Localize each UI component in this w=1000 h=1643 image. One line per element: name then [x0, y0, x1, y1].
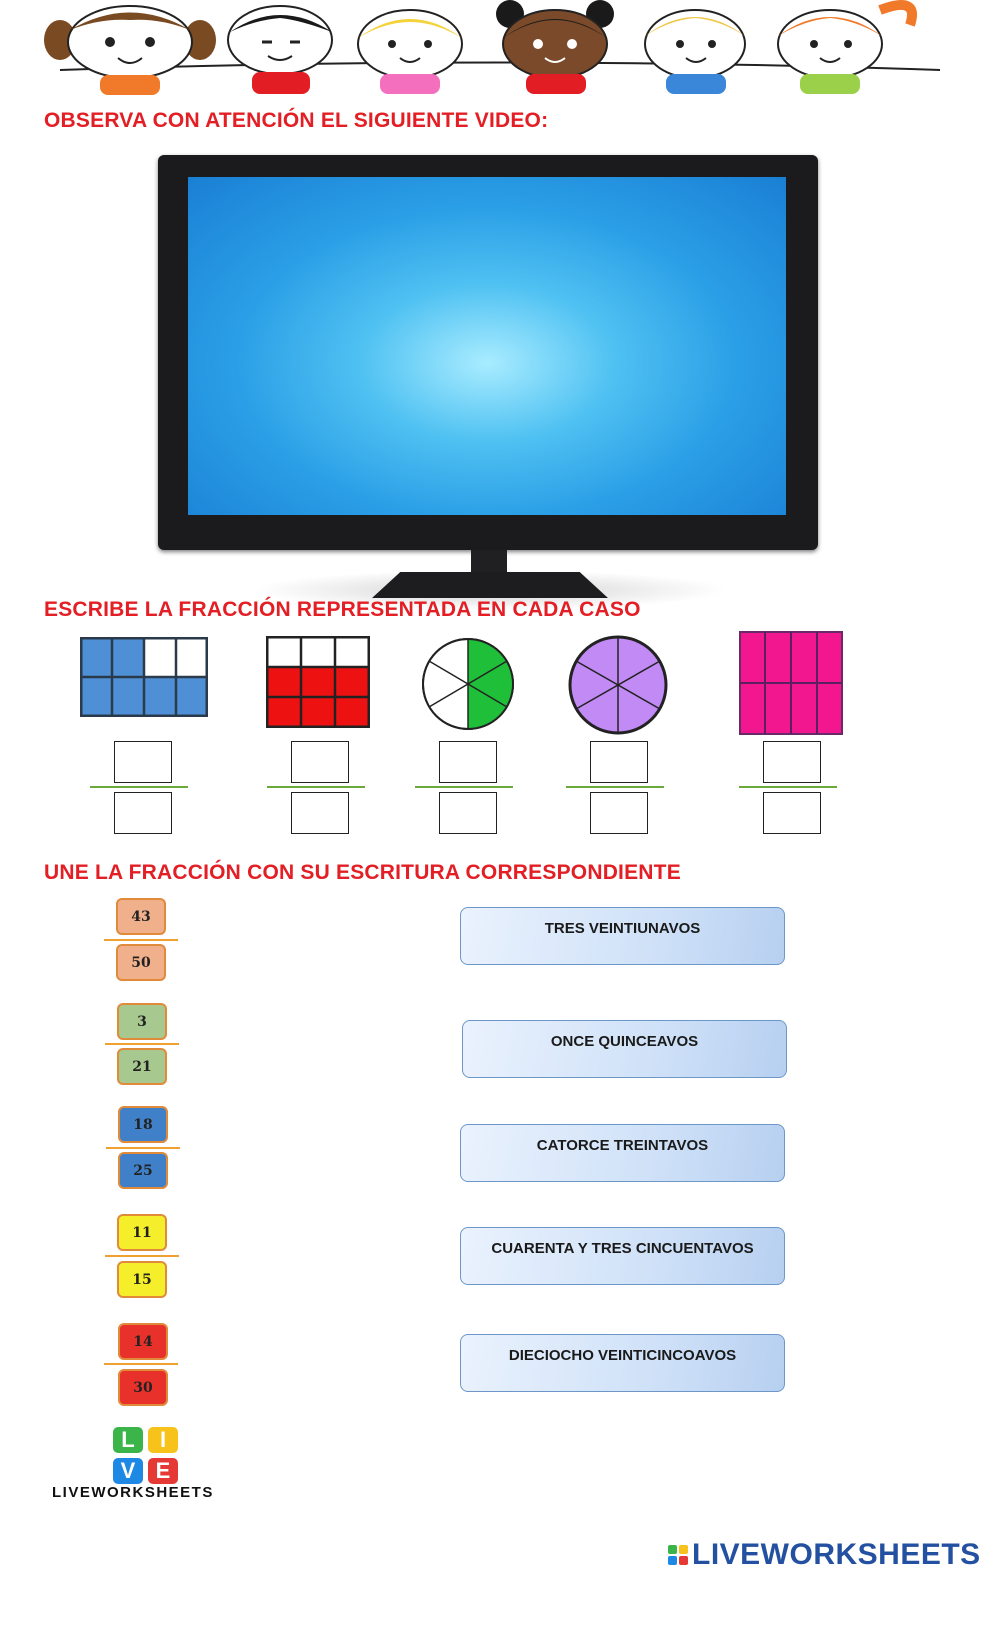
answer-numerator-3[interactable] [439, 741, 497, 783]
video-player[interactable] [158, 155, 818, 550]
fraction-tile-numerator[interactable]: 14 [118, 1323, 168, 1360]
answer-denominator-1[interactable] [114, 792, 172, 834]
live-logo: L I V E [113, 1427, 178, 1484]
fraction-tile-denominator[interactable]: 21 [117, 1048, 167, 1085]
kid-6 [777, 0, 917, 94]
logo-letter: V [113, 1458, 143, 1484]
answer-denominator-4[interactable] [590, 792, 648, 834]
kid-1 [44, 5, 216, 95]
logo-letter: L [113, 1427, 143, 1453]
fraction-tile-denominator[interactable]: 15 [117, 1261, 167, 1298]
fraction-tile-bar [105, 1255, 179, 1257]
match-word-box[interactable]: CATORCE TREINTAVOS [460, 1124, 785, 1182]
fraction-bar-3 [415, 786, 513, 788]
fraction-tile-bar [105, 1043, 179, 1045]
logo-letter: E [148, 1458, 178, 1484]
answer-numerator-2[interactable] [291, 741, 349, 783]
match-word-box[interactable]: TRES VEINTIUNAVOS [460, 907, 785, 965]
match-word-box[interactable]: ONCE QUINCEAVOS [462, 1020, 787, 1078]
logo-text: LIVEWORKSHEETS [52, 1484, 214, 1501]
answer-denominator-2[interactable] [291, 792, 349, 834]
brand-footer[interactable]: LIVEWORKSHEETS [668, 1538, 981, 1572]
answer-numerator-5[interactable] [763, 741, 821, 783]
fraction-tile-numerator[interactable]: 43 [116, 898, 166, 935]
fraction-tile-bar [104, 1363, 178, 1365]
kid-5 [644, 9, 746, 94]
tv-stand-neck [471, 550, 507, 576]
fraction-bar-1 [90, 786, 188, 788]
shape-green-circle [422, 638, 514, 730]
answer-denominator-3[interactable] [439, 792, 497, 834]
fraction-bar-2 [267, 786, 365, 788]
match-word-box[interactable]: CUARENTA Y TRES CINCUENTAVOS [460, 1227, 785, 1285]
shape-purple-circle [568, 635, 668, 735]
video-screen[interactable] [188, 177, 786, 515]
heading-match-fraction: UNE LA FRACCIÓN CON SU ESCRITURA CORRESP… [44, 861, 681, 884]
heading-watch-video: OBSERVA CON ATENCIÓN EL SIGUIENTE VIDEO: [44, 109, 549, 132]
kids-header-illustration [44, 0, 941, 95]
answer-numerator-4[interactable] [590, 741, 648, 783]
fraction-tile-denominator[interactable]: 50 [116, 944, 166, 981]
logo-letter: I [148, 1427, 178, 1453]
kid-3 [357, 9, 463, 94]
fraction-tile-denominator[interactable]: 25 [118, 1152, 168, 1189]
fraction-tile-numerator[interactable]: 18 [118, 1106, 168, 1143]
answer-denominator-5[interactable] [763, 792, 821, 834]
fraction-bar-5 [739, 786, 837, 788]
kid-2 [227, 5, 333, 94]
answer-numerator-1[interactable] [114, 741, 172, 783]
fraction-tile-numerator[interactable]: 11 [117, 1214, 167, 1251]
heading-write-fraction: ESCRIBE LA FRACCIÓN REPRESENTADA EN CADA… [44, 598, 641, 621]
match-word-box[interactable]: DIECIOCHO VEINTICINCOAVOS [460, 1334, 785, 1392]
fraction-bar-4 [566, 786, 664, 788]
fraction-tile-bar [104, 939, 178, 941]
shape-pink-grid [739, 631, 843, 735]
fraction-tile-denominator[interactable]: 30 [118, 1369, 168, 1406]
shape-blue-grid [80, 637, 208, 717]
brand-logo-icon [668, 1545, 688, 1565]
brand-text: LIVEWORKSHEETS [692, 1538, 981, 1571]
tv-stand-base [372, 572, 608, 598]
fraction-tile-numerator[interactable]: 3 [117, 1003, 167, 1040]
kid-4 [496, 0, 614, 94]
fraction-tile-bar [106, 1147, 180, 1149]
shape-red-grid [266, 636, 370, 728]
